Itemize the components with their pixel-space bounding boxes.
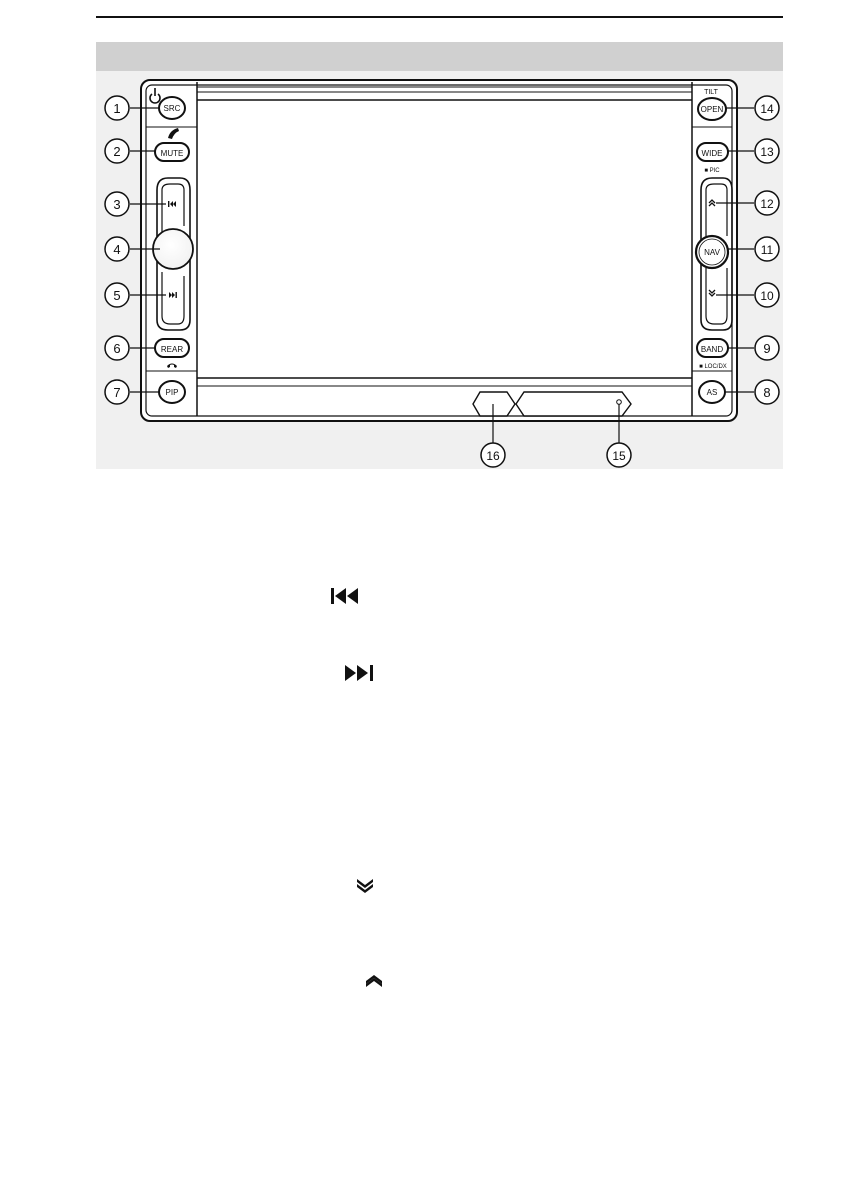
nav-button-label: NAV	[704, 248, 721, 257]
callout-8: 8	[754, 379, 780, 405]
callout-1: 1	[104, 95, 130, 121]
callout-6-number: 6	[113, 341, 120, 356]
phone-answer-icon	[168, 128, 179, 139]
callout-15: 15	[606, 442, 632, 468]
callout-16-number: 16	[486, 449, 500, 463]
callout-12-number: 12	[760, 197, 774, 211]
mute-button-label: MUTE	[161, 149, 184, 158]
callout-10-number: 10	[760, 289, 774, 303]
rear-button[interactable]: REAR	[154, 338, 190, 358]
open-button-label: OPEN	[701, 105, 724, 114]
callout-14: 14	[754, 95, 780, 121]
src-button[interactable]: SRC	[158, 96, 186, 120]
callout-leader-lines	[130, 107, 754, 445]
loc-dx-label: ■ LOC/DX	[699, 364, 727, 370]
reset-hole	[616, 399, 622, 405]
right-rocker-inner	[705, 268, 728, 325]
nav-button[interactable]: NAV	[694, 234, 730, 270]
as-button-label: AS	[707, 388, 718, 397]
callout-11: 11	[754, 236, 780, 262]
callout-13: 13	[754, 138, 780, 164]
pip-button-label: PIP	[166, 388, 179, 397]
callout-9-number: 9	[763, 341, 770, 356]
right-rocker-inner	[705, 183, 728, 236]
band-button[interactable]: BAND	[696, 338, 729, 358]
double-chevron-up-icon	[366, 975, 382, 987]
double-chevron-up-icon	[708, 199, 716, 207]
section-header-bar	[96, 42, 783, 71]
callout-12: 12	[754, 190, 780, 216]
callout-7: 7	[104, 379, 130, 405]
callout-6: 6	[104, 335, 130, 361]
callout-5-number: 5	[113, 288, 120, 303]
callout-14-number: 14	[760, 102, 774, 116]
callout-9: 9	[754, 335, 780, 361]
next-track-icon	[169, 292, 177, 298]
callout-7-number: 7	[113, 385, 120, 400]
down-button[interactable]	[708, 289, 716, 297]
callout-16: 16	[480, 442, 506, 468]
pic-label: ■ PIC	[704, 168, 720, 174]
display-screen	[196, 82, 693, 416]
rear-button-label: REAR	[161, 345, 183, 354]
right-rocker-frame	[700, 177, 733, 331]
callout-4: 4	[104, 236, 130, 262]
callout-15-number: 15	[612, 449, 626, 463]
phone-hangup-icon	[167, 363, 177, 368]
mute-button[interactable]: MUTE	[154, 142, 190, 162]
callout-10: 10	[754, 282, 780, 308]
wide-button[interactable]: WIDE	[696, 142, 729, 162]
prev-track-icon	[331, 588, 358, 604]
prev-track-button[interactable]	[168, 201, 176, 207]
callout-3-number: 3	[113, 197, 120, 212]
next-track-button[interactable]	[169, 292, 177, 298]
top-rule	[96, 16, 783, 18]
left-rocker-inner	[161, 272, 185, 325]
tilt-label: TILT	[704, 89, 719, 96]
prev-track-icon	[168, 201, 176, 207]
power-icon	[149, 88, 161, 104]
src-button-label: SRC	[164, 104, 181, 113]
unit-bezel	[140, 79, 738, 422]
callout-13-number: 13	[760, 145, 774, 159]
callout-11-number: 11	[761, 243, 774, 257]
callout-1-number: 1	[113, 101, 120, 116]
as-button[interactable]: AS	[698, 380, 726, 404]
callout-5: 5	[104, 282, 130, 308]
double-chevron-down-icon	[357, 879, 373, 893]
callout-8-number: 8	[763, 385, 770, 400]
callout-3: 3	[104, 191, 130, 217]
head-unit-front-panel-diagram: SRC MUTE REAR PIP TILT OPEN	[104, 79, 780, 468]
open-button[interactable]: OPEN	[697, 97, 727, 121]
dvd-slot-panel	[472, 391, 516, 417]
band-button-label: BAND	[701, 345, 723, 354]
wide-button-label: WIDE	[702, 149, 723, 158]
next-track-icon	[345, 665, 373, 681]
double-chevron-down-icon	[708, 289, 716, 297]
callout-2-number: 2	[113, 144, 120, 159]
up-button[interactable]	[708, 199, 716, 207]
disc-slot	[515, 391, 632, 417]
left-rocker-inner	[161, 183, 185, 238]
pip-button[interactable]: PIP	[158, 380, 186, 404]
callout-2: 2	[104, 138, 130, 164]
callout-4-number: 4	[113, 242, 120, 257]
